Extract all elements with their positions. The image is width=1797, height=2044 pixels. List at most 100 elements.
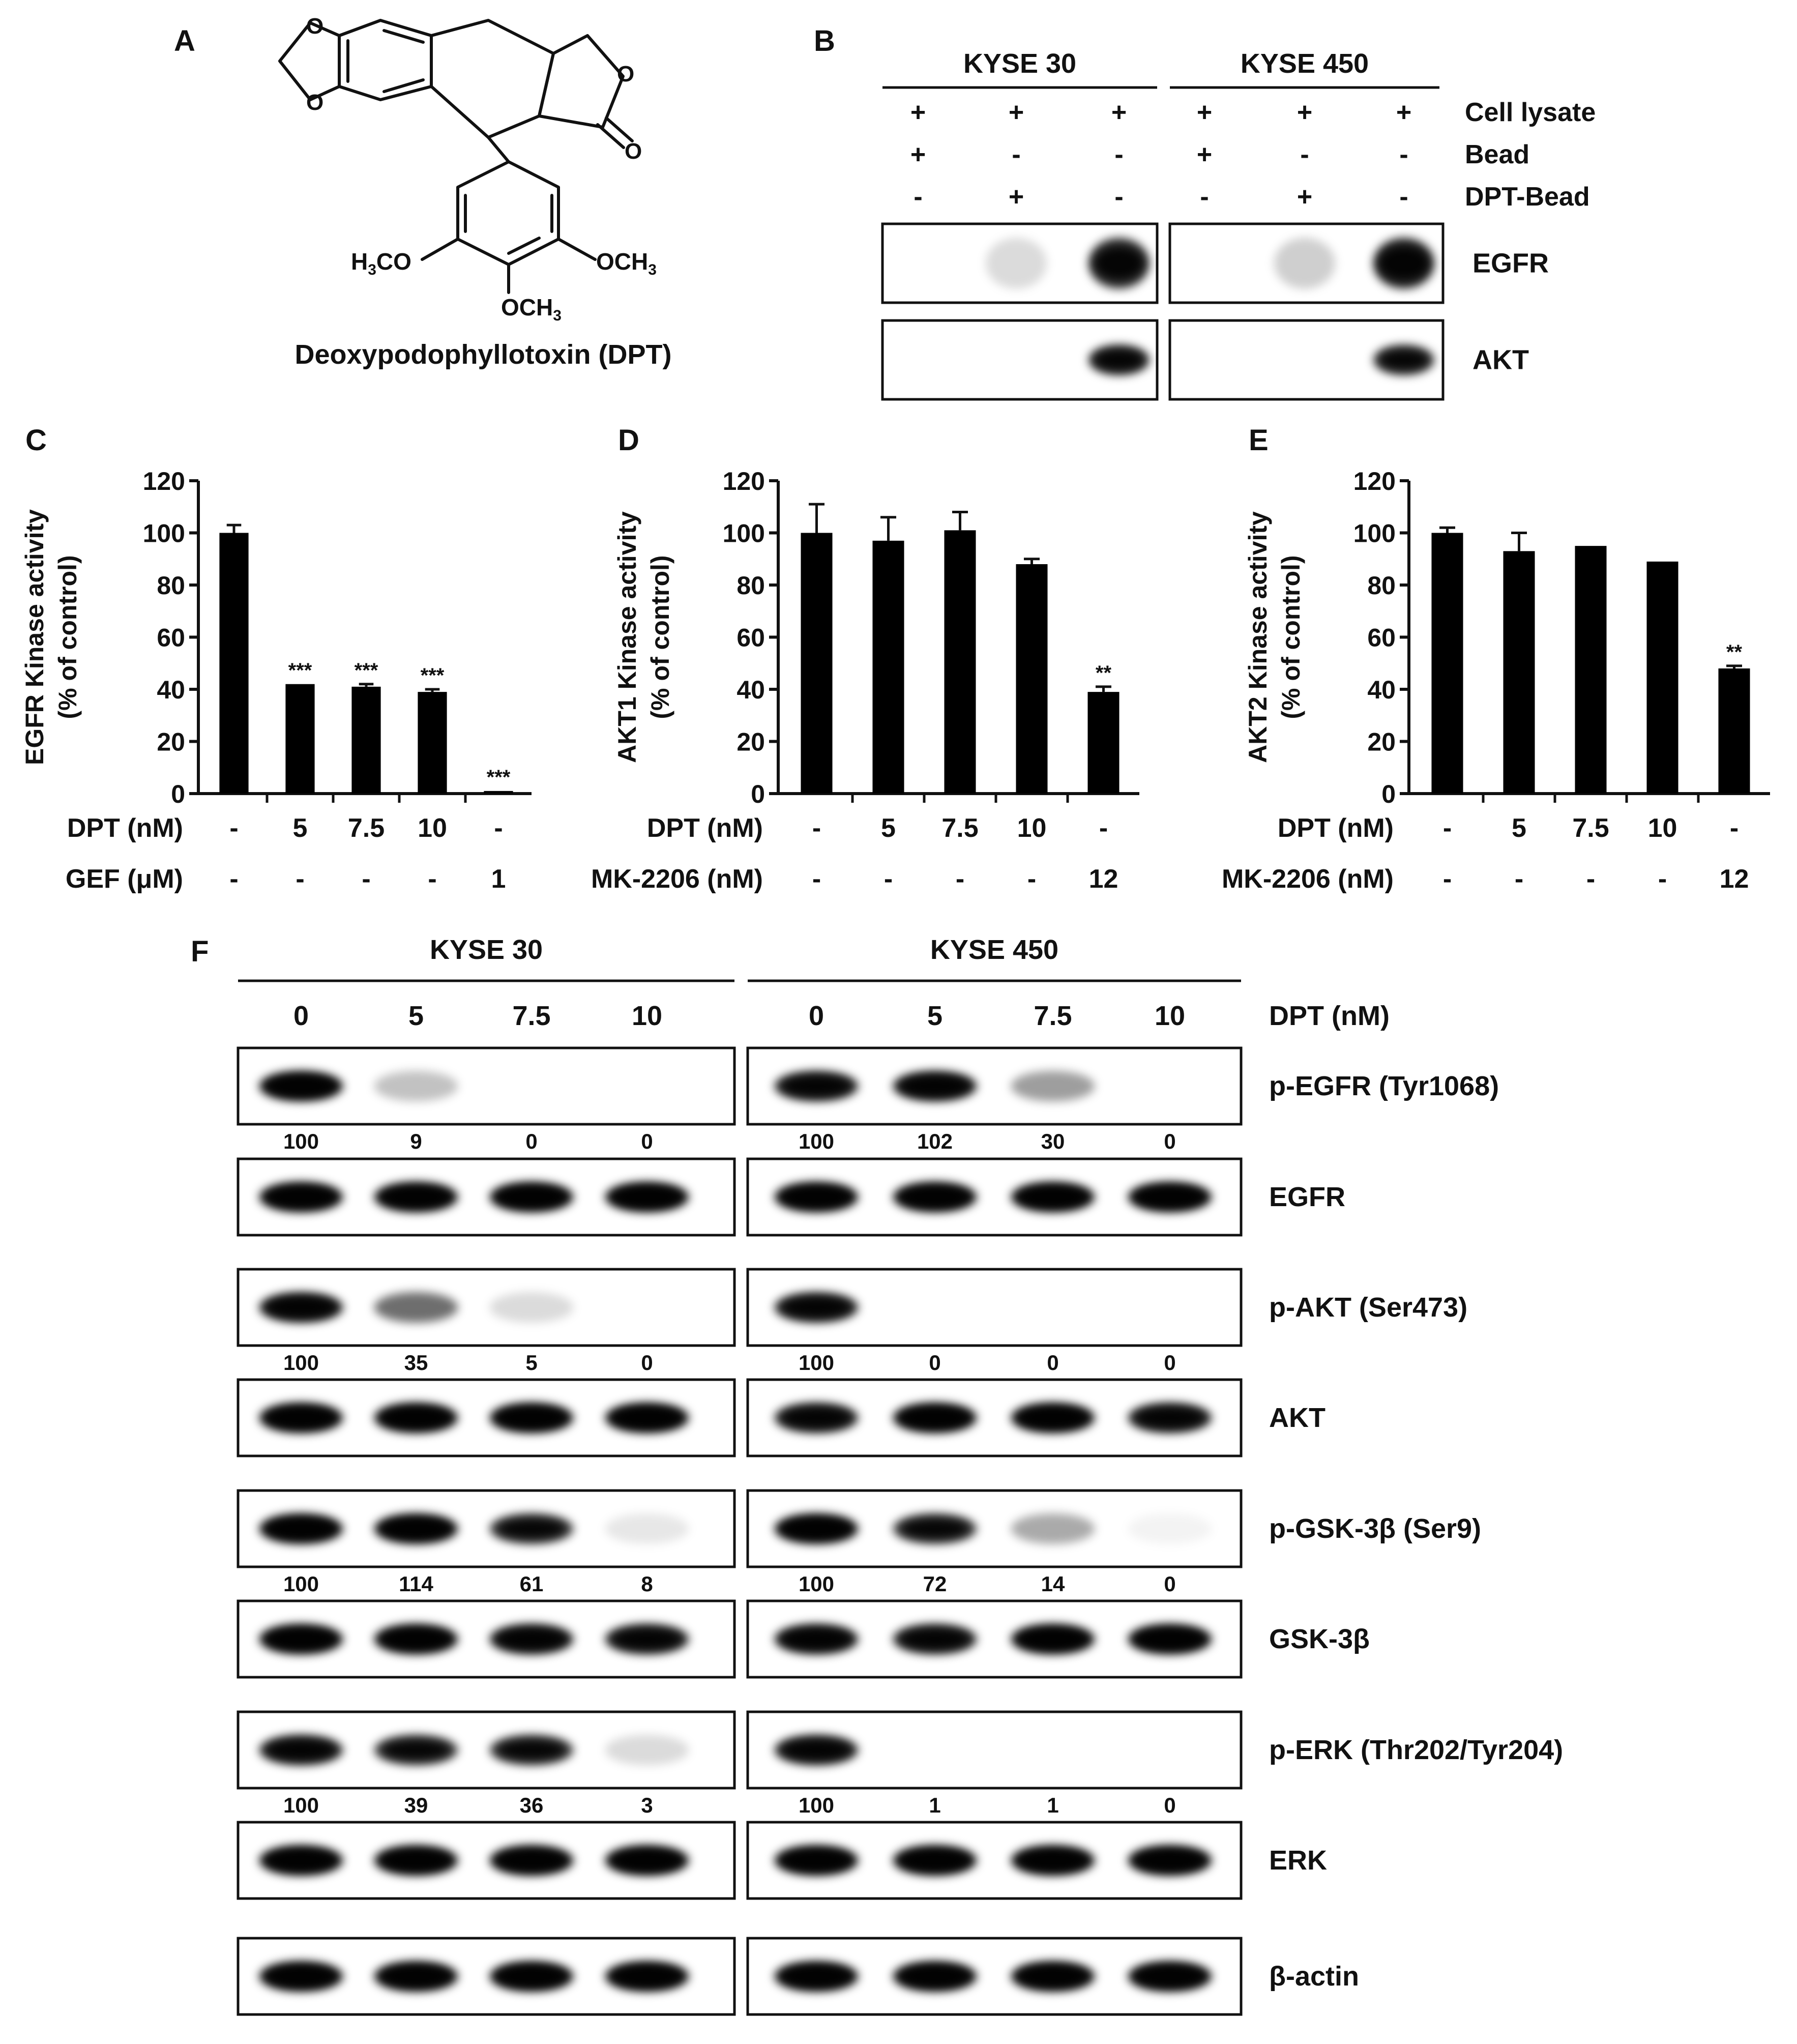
methoxy-right: OCH3 — [596, 248, 657, 278]
band-quantification: 35 — [404, 1351, 428, 1375]
blot-band — [605, 1735, 689, 1765]
bar — [1575, 546, 1607, 794]
treatment-value: - — [812, 864, 821, 894]
band-quantification: 0 — [929, 1351, 940, 1375]
blot-band-core — [268, 1297, 335, 1318]
blot-band-core — [613, 1629, 681, 1649]
y-tick-label: 40 — [157, 676, 185, 704]
blot-band-core — [268, 1519, 335, 1539]
blot-band-core — [498, 1966, 565, 1987]
treatment-value: - — [296, 864, 304, 894]
dose-label: 7.5 — [1034, 1001, 1072, 1031]
blot-band-core — [613, 1850, 681, 1871]
panel-f-letter: F — [191, 935, 209, 968]
blot-band-core — [1136, 1850, 1203, 1871]
band-quantification: 0 — [641, 1351, 653, 1375]
panel-c-letter: C — [25, 424, 47, 457]
y-axis-title: AKT1 Kinase activity — [613, 511, 641, 763]
blot-band — [1128, 1513, 1212, 1544]
treatment-mark: - — [1012, 140, 1020, 169]
treatment-row-label: DPT (nM) — [1278, 813, 1394, 843]
blot-label: β-actin — [1269, 1961, 1359, 1992]
blot-band-core — [1019, 1850, 1086, 1871]
blot-band-core — [783, 1297, 850, 1318]
band-quantification: 100 — [799, 1572, 834, 1596]
blot-band-core — [1095, 350, 1143, 370]
blot-band-core — [268, 1408, 335, 1428]
band-quantification: 100 — [799, 1129, 834, 1153]
treatment-mark: - — [1200, 182, 1209, 212]
significance-label: *** — [421, 664, 445, 687]
blot-band-core — [613, 1187, 681, 1207]
band-quantification: 102 — [917, 1129, 953, 1153]
blot-label: p-AKT (Ser473) — [1269, 1292, 1467, 1323]
blot-band-core — [901, 1408, 968, 1428]
blot-band-core — [901, 1076, 968, 1096]
panel-b-letter: B — [814, 24, 835, 57]
blot-band-core — [1136, 1966, 1203, 1987]
band-quantification: 3 — [641, 1793, 653, 1817]
blot-band — [1011, 1513, 1095, 1544]
treatment-value: 7.5 — [348, 813, 385, 843]
blot-band-core — [783, 1519, 850, 1539]
blot-band-core — [268, 1966, 335, 1987]
blot-band-core — [498, 1408, 565, 1428]
significance-label: *** — [288, 659, 312, 682]
band-quantification: 9 — [410, 1129, 422, 1153]
bar — [285, 684, 315, 794]
atom-o-carbonyl: O — [625, 139, 642, 164]
blot-band-core — [1019, 1966, 1086, 1987]
blot-band-core — [783, 1629, 850, 1649]
significance-label: ** — [1726, 641, 1743, 663]
blot-label: EGFR — [1269, 1182, 1345, 1212]
bar — [219, 533, 249, 794]
blot-band-core — [382, 1187, 450, 1207]
y-axis-subtitle: (% of control) — [646, 555, 674, 719]
treatment-mark: - — [914, 182, 922, 212]
treatment-mark: - — [1399, 182, 1408, 212]
bar — [801, 533, 833, 794]
treatment-value: - — [1443, 813, 1452, 843]
compound-name: Deoxypodophyllotoxin (DPT) — [295, 339, 672, 370]
y-tick-label: 20 — [157, 728, 185, 756]
y-tick-label: 40 — [737, 676, 765, 704]
dose-label: 5 — [408, 1001, 424, 1031]
treatment-mark: + — [1009, 98, 1024, 127]
blot-band-core — [1019, 1187, 1086, 1207]
treatment-mark: - — [1399, 140, 1408, 169]
treatment-row-label: Cell lysate — [1465, 98, 1596, 127]
dose-label: 0 — [809, 1001, 824, 1031]
bar — [1431, 533, 1463, 794]
treatment-row-label: DPT-Bead — [1465, 182, 1590, 212]
dose-label: 0 — [293, 1001, 309, 1031]
blot-band-core — [498, 1187, 565, 1207]
treatment-value: 5 — [293, 813, 308, 843]
blot-label: p-ERK (Thr202/Tyr204) — [1269, 1735, 1563, 1765]
blot-band-core — [382, 1408, 450, 1428]
blot-band — [986, 238, 1047, 289]
blot-label: p-GSK-3β (Ser9) — [1269, 1513, 1481, 1544]
treatment-value: - — [229, 864, 238, 894]
blot-band-core — [901, 1629, 968, 1649]
blot-band-core — [382, 1740, 450, 1760]
y-tick-label: 100 — [1353, 519, 1396, 548]
blot-band-core — [1136, 1629, 1203, 1649]
dpt-structure — [278, 19, 634, 294]
band-quantification: 100 — [283, 1129, 319, 1153]
treatment-mark: - — [1114, 140, 1123, 169]
cell-line-label: KYSE 450 — [1241, 48, 1369, 79]
panel-d-letter: D — [618, 424, 639, 457]
blot-band-core — [783, 1076, 850, 1096]
y-tick-label: 120 — [723, 467, 765, 495]
treatment-value: 1 — [491, 864, 506, 894]
blot-band-core — [268, 1076, 335, 1096]
blot-band — [1011, 1071, 1095, 1101]
bar — [1718, 668, 1750, 794]
bar — [484, 791, 513, 794]
treatment-value: - — [884, 864, 893, 894]
bar — [1646, 561, 1678, 794]
y-tick-label: 20 — [1367, 728, 1396, 756]
